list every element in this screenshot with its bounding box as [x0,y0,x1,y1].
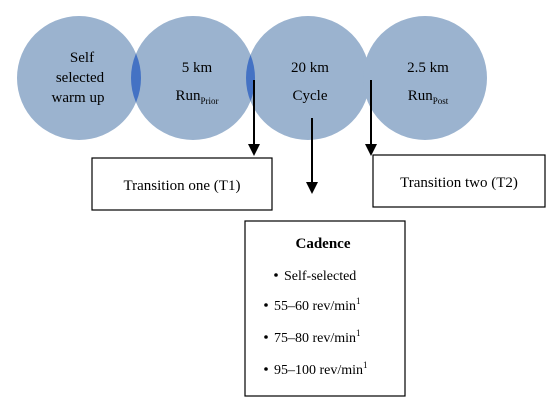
stage-run-prior-distance: 5 km [182,60,213,76]
stage-warmup-line2: selected [56,70,105,86]
stage-run-post-distance: 2.5 km [407,60,449,76]
stage-run-post-sub: Post [433,96,449,106]
stage-run-prior-sub: Prior [201,96,219,106]
stage-run-prior-run: Run [175,88,201,104]
cadence-bullet-2 [264,303,268,307]
transition-one-box [91,157,273,211]
stage-warmup-line3: warm up [52,90,105,106]
stage-circle-run-post [363,16,487,140]
cadence-item-3: 75–80 rev/min1 [274,328,361,346]
transition-two-label: Transition two (T2) [400,175,518,191]
stage-circle-warmup [17,16,141,140]
stage-warmup-line1: Self [70,50,94,66]
transition-one-label: Transition one (T1) [124,178,241,194]
stage-circle-cycle [246,16,370,140]
cadence-item-3-sup: 1 [356,328,361,338]
cadence-item-4-sup: 1 [363,360,368,370]
stage-circle-run-prior [131,16,255,140]
cadence-bullet-4 [264,367,268,371]
cadence-bullet-3 [264,335,268,339]
transition-two-box [372,154,546,208]
cadence-item-4: 95–100 rev/min1 [274,360,368,378]
stage-run-post-run: Run [408,88,434,104]
cadence-item-2-sup: 1 [356,296,361,306]
stage-run-prior-label: RunPrior [175,88,218,106]
stage-cycle-label: Cycle [293,88,328,104]
stage-run-post-label: RunPost [408,88,449,106]
cadence-item-1: Self-selected [284,269,356,284]
cadence-bullet-1 [274,273,278,277]
cadence-box [244,220,406,397]
cadence-item-4-text: 95–100 rev/min [274,363,363,378]
cadence-item-2: 55–60 rev/min1 [274,296,361,314]
cadence-item-3-text: 75–80 rev/min [274,331,356,346]
stage-cycle-distance: 20 km [291,60,329,76]
cadence-item-2-text: 55–60 rev/min [274,299,356,314]
cadence-title: Cadence [296,236,351,252]
